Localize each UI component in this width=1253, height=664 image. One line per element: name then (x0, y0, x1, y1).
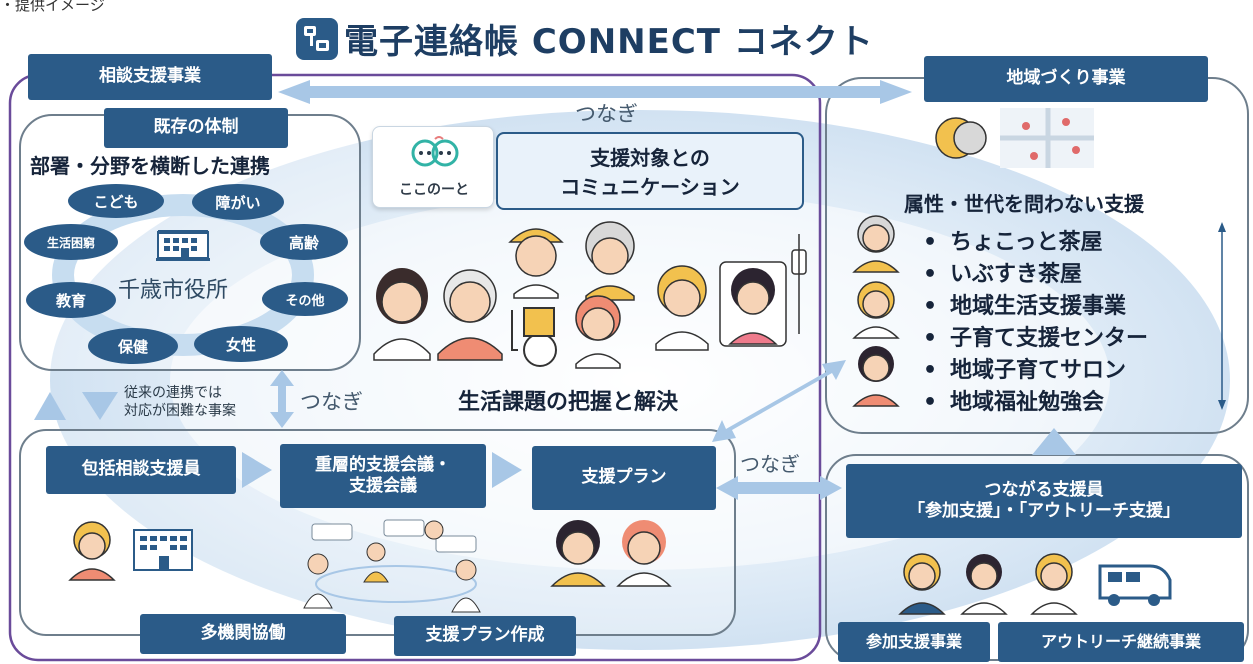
life-issues-text: 生活課題の把握と解決 (458, 390, 679, 415)
person-woman-blonde-icon (655, 265, 709, 351)
community-heading: 属性・世代を問わない支援 (904, 192, 1144, 216)
wheelchair-icon (511, 307, 557, 367)
difficult-note-line1: 従来の連携では (124, 385, 222, 401)
outreach-label: アウトリーチ継続事業 (998, 622, 1244, 662)
app-logo-text: ここのーと (399, 182, 469, 198)
planners-illustration (550, 520, 672, 587)
app-logo-icon (296, 17, 338, 60)
person-elderly-man-icon (437, 269, 503, 361)
field-other: その他 (262, 282, 348, 316)
app-mascot-icon (411, 136, 459, 167)
communication-line1: 支援対象との (590, 146, 710, 170)
field-women: 女性 (194, 326, 288, 362)
support-staff-label: つながる支援員 「参加支援」・「アウトリーチ支援」 (846, 464, 1242, 538)
field-education: 教育 (26, 282, 116, 318)
step-support-meeting: 重層的支援会議・ 支援会議 (280, 444, 486, 508)
difficult-note: 従来の連携では 対応が困難な事案 (124, 384, 236, 420)
community-item-6: 地域福祉勉強会 (910, 384, 1104, 416)
office-building-icon (133, 529, 193, 571)
step-support-meeting-line1: 重層的支援会議・ (315, 454, 451, 475)
support-staff-title: つながる支援員 (984, 479, 1104, 500)
page-caption: ・提供イメージ (0, 0, 105, 14)
existing-system-label: 既存の体制 (104, 108, 288, 148)
chat-bubble-icon (311, 523, 353, 541)
main-frame (8, 73, 822, 662)
community-map-illustration (935, 108, 1094, 168)
difficult-note-line2: 対応が困難な事案 (124, 403, 236, 420)
support-staff-illustration (898, 553, 1172, 615)
communication-box: 支援対象との コミュニケーション (496, 132, 804, 210)
field-health: 保健 (88, 328, 178, 364)
community-item-5: 地域子育てサロン (910, 352, 1126, 384)
person-girl-icon (575, 295, 621, 369)
map-pin-icon (1022, 118, 1080, 160)
field-poverty: 生活困窮 (24, 224, 118, 260)
top-arrow (278, 80, 912, 104)
step-support-meeting-line2: 支援会議 (349, 476, 417, 496)
iv-drip-icon (791, 234, 807, 334)
page-title: 電子連絡帳 CONNECT コネクト (344, 22, 874, 62)
field-children: こども (68, 184, 164, 218)
community-item-4: 子育て支援センター (910, 320, 1148, 352)
app-logo-card: ここのーと (372, 126, 494, 208)
plan-creation-label: 支援プラン作成 (394, 616, 576, 656)
community-people-icons (852, 215, 900, 407)
support-staff-subtitle: 「参加支援」・「アウトリーチ支援」 (908, 501, 1180, 521)
field-elderly: 高齢 (260, 224, 348, 260)
person-woman-icon (373, 268, 431, 361)
step-general-consultant: 包括相談支援員 (46, 446, 236, 494)
connect-top: つなぎ (575, 102, 638, 126)
existing-heading: 部署・分野を横断した連携 (30, 154, 270, 178)
person-elderly-woman-icon (585, 221, 635, 301)
title-area: 電子連絡帳 CONNECT コネクト (296, 14, 874, 63)
consultant-illustration (68, 521, 193, 581)
person-child-icon (508, 228, 564, 299)
city-hall-building-icon (156, 228, 210, 266)
step-support-plan: 支援プラン (532, 446, 716, 510)
meeting-illustration (303, 519, 481, 613)
community-item-3: 地域生活支援事業 (910, 288, 1126, 320)
multi-agency-label: 多機関協働 (140, 614, 346, 654)
community-item-2: いぶすき茶屋 (910, 256, 1082, 288)
community-header: 地域づくり事業 (924, 56, 1208, 102)
people-illustration (373, 221, 807, 369)
connect-middle-left: つなぎ (300, 390, 363, 414)
connect-middle-right: つなぎ (740, 452, 800, 476)
consultation-header: 相談支援事業 (28, 54, 272, 100)
person-patient-icon (719, 261, 787, 347)
city-hall-name: 千歳市役所 (118, 278, 229, 303)
communication-line2: コミュニケーション (560, 175, 740, 199)
field-disability: 障がい (192, 184, 284, 220)
participation-support-label: 参加支援事業 (838, 622, 990, 662)
van-icon (1098, 564, 1172, 606)
community-item-1: ちょこっと茶屋 (910, 224, 1102, 256)
